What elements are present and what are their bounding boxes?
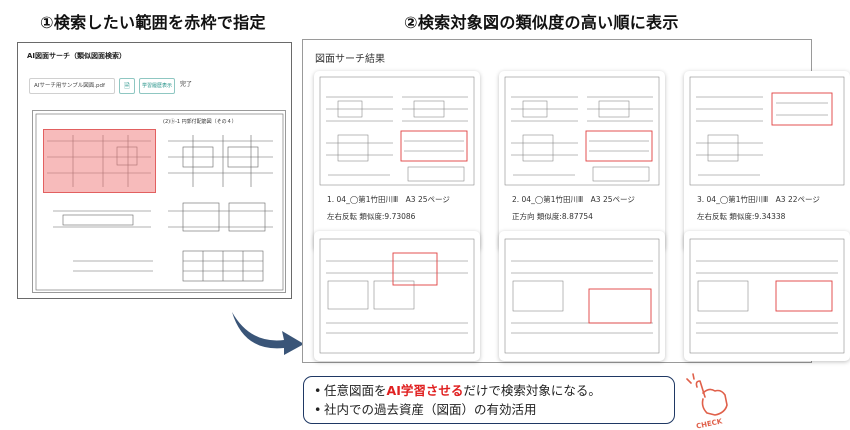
benefit-line-1-pre: 任意図面を [324,383,387,398]
status-text: 完了 [180,81,193,88]
check-hand-icon: CHECK [686,373,728,430]
step2-heading: ②検索対象図の類似度の高い順に表示 [404,13,679,32]
search-results-panel: 図面サーチ結果 1. 04_◯第1竹田川Ⅲ A3 25ページ 左右反転 類似度:… [302,39,850,363]
result-thumbnail-1 [319,76,475,186]
result-thumbnail-5 [504,238,660,354]
result-thumbnail-2 [504,76,660,186]
bullet: • [314,402,322,417]
check-label: CHECK [695,417,723,430]
learning-history-button[interactable]: 学習履歴表示 [139,78,175,94]
result-thumbnail-3 [689,76,845,186]
benefit-line-1: •任意図面をAI学習させるだけで検索対象になる。 [314,381,664,400]
results-title: 図面サーチ結果 [315,54,385,65]
result-score-2: 正方向 類似度:8.87754 [512,212,593,221]
result-score-3: 左右反転 類似度:9.34338 [697,212,786,221]
result-card-5[interactable] [499,231,665,361]
search-area-selection[interactable] [43,129,156,193]
drawing-title: (2)ⓑ-1 円郭付配筋図（その４） [163,119,237,125]
benefit-line-2: •社内での過去資産（図面）の有効活用 [314,400,664,419]
query-drawing[interactable]: (2)ⓑ-1 円郭付配筋図（その４） [32,110,286,293]
benefit-callout: •任意図面をAI学習させるだけで検索対象になる。 •社内での過去資産（図面）の有… [303,376,675,424]
search-screen-panel: AI図面サーチ（類似図面検索） AIサーチ用サンプル図面.pdf 🗎 学習履歴表… [17,42,292,299]
result-thumbnail-6 [689,238,845,354]
document-icon: 🗎 [124,82,130,90]
file-name-field[interactable]: AIサーチ用サンプル図面.pdf [29,78,115,94]
result-score-1: 左右反転 類似度:9.73086 [327,212,416,221]
result-card-6[interactable] [684,231,850,361]
result-name-3: 3. 04_◯第1竹田川Ⅲ A3 22ページ [697,195,820,204]
step1-heading: ①検索したい範囲を赤枠で指定 [40,13,266,32]
result-card-3[interactable]: 3. 04_◯第1竹田川Ⅲ A3 22ページ 左右反転 類似度:9.34338 [684,71,850,251]
result-card-4[interactable] [314,231,480,361]
flow-arrow-icon [232,312,304,355]
result-name-1: 1. 04_◯第1竹田川Ⅲ A3 25ページ [327,195,450,204]
result-thumbnail-4 [319,238,475,354]
app-title: AI図面サーチ（類似図面検索） [27,52,127,60]
result-card-1[interactable]: 1. 04_◯第1竹田川Ⅲ A3 25ページ 左右反転 類似度:9.73086 [314,71,480,251]
bullet: • [314,383,322,398]
document-icon-button[interactable]: 🗎 [119,78,135,94]
benefit-line-1-post: だけで検索対象になる。 [463,383,601,398]
benefit-highlight: AI学習させる [386,383,464,398]
result-name-2: 2. 04_◯第1竹田川Ⅲ A3 25ページ [512,195,635,204]
benefit-line-2-text: 社内での過去資産（図面）の有効活用 [324,402,537,417]
result-card-2[interactable]: 2. 04_◯第1竹田川Ⅲ A3 25ページ 正方向 類似度:8.87754 [499,71,665,251]
